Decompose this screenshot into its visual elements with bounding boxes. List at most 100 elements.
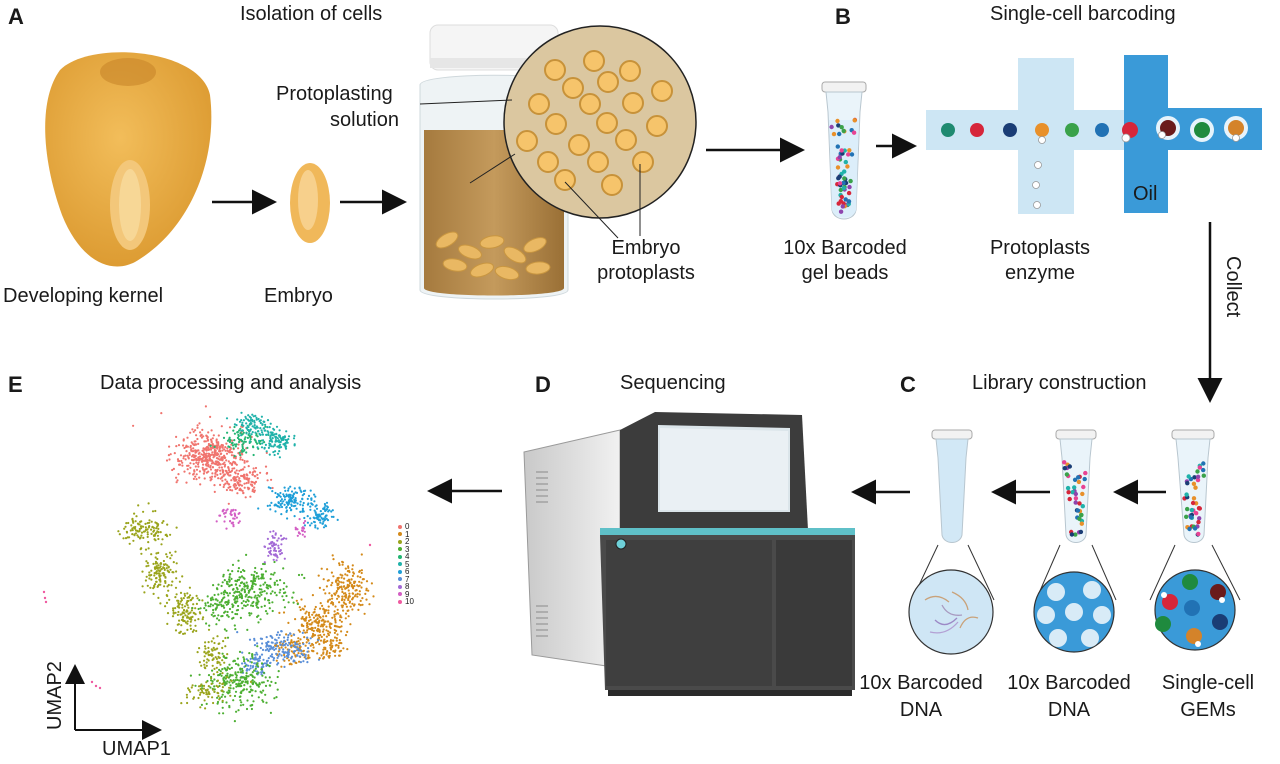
umap-point	[273, 433, 276, 436]
umap-point	[358, 603, 361, 606]
tube-barcoded-dna-a	[908, 429, 995, 655]
umap-point	[264, 581, 267, 584]
umap-point	[171, 468, 174, 472]
umap-point	[357, 608, 360, 612]
umap-point	[302, 527, 306, 530]
umap-point	[320, 654, 323, 657]
umap-point	[238, 596, 242, 599]
umap-point	[205, 622, 208, 625]
legend-label: 7	[405, 574, 410, 584]
umap-point	[252, 700, 255, 703]
umap-point	[222, 640, 225, 643]
umap-point	[250, 596, 253, 599]
umap-point	[321, 518, 324, 521]
umap-point	[282, 591, 286, 595]
umap-point	[198, 673, 201, 676]
umap-point	[225, 488, 228, 492]
umap-point	[283, 486, 286, 489]
umap-point	[42, 590, 46, 594]
umap-point	[244, 436, 247, 439]
umap-point	[333, 628, 336, 632]
umap-point	[98, 686, 102, 690]
umap-point	[340, 576, 343, 579]
umap-point	[351, 608, 354, 611]
umap-point	[328, 651, 331, 655]
umap-point	[244, 664, 247, 668]
umap-point	[194, 465, 197, 468]
umap-point	[166, 564, 169, 567]
umap-point	[203, 469, 206, 472]
umap-point	[335, 591, 338, 594]
umap-point	[153, 534, 156, 537]
umap-point	[154, 509, 157, 513]
umap-point	[224, 695, 227, 698]
umap-point	[263, 561, 266, 564]
umap-point	[263, 604, 266, 608]
umap-point	[271, 431, 274, 434]
umap-point	[275, 696, 278, 699]
umap-point	[158, 572, 161, 575]
umap-point	[341, 563, 344, 566]
umap-point	[251, 490, 254, 493]
umap-point	[280, 505, 284, 509]
umap-point	[268, 504, 272, 507]
umap-point	[330, 601, 333, 604]
umap-point	[213, 678, 216, 681]
umap-point	[239, 487, 242, 490]
umap-point	[159, 574, 162, 577]
umap-point	[150, 569, 153, 572]
umap-point	[299, 510, 302, 513]
umap-point	[278, 429, 281, 432]
umap-point	[308, 611, 311, 614]
umap-point	[337, 595, 340, 598]
umap-point	[215, 461, 218, 464]
umap-point	[307, 638, 310, 641]
umap-point	[241, 421, 244, 424]
umap-point	[131, 533, 134, 536]
umap-point	[220, 584, 223, 588]
umap-point	[309, 505, 312, 508]
umap-point	[240, 594, 243, 597]
umap-point	[263, 441, 266, 444]
umap-point	[187, 606, 190, 609]
umap-point	[249, 495, 252, 498]
umap-point	[216, 671, 219, 674]
umap-point	[251, 582, 254, 586]
umap-point	[262, 562, 265, 566]
umap-point	[322, 526, 326, 529]
microfluidic-chip	[926, 55, 1262, 214]
umap-point	[274, 450, 277, 453]
umap-point	[175, 577, 178, 580]
umap-point	[265, 592, 268, 595]
umap-point	[211, 669, 214, 672]
umap-point	[287, 435, 291, 438]
umap-point	[230, 513, 233, 516]
umap-point	[230, 479, 233, 482]
umap-point	[297, 531, 300, 534]
umap-point	[322, 648, 325, 651]
umap-point	[195, 468, 199, 471]
umap-point	[238, 520, 241, 523]
umap-point	[294, 661, 297, 664]
umap-point	[217, 477, 220, 480]
umap-point	[239, 454, 242, 457]
umap-point	[342, 601, 345, 604]
umap-point	[248, 690, 251, 694]
umap-point	[220, 466, 223, 469]
umap-point	[229, 510, 232, 513]
umap-point	[328, 598, 332, 601]
umap-point	[287, 487, 290, 490]
umap-point	[240, 575, 244, 578]
umap-point	[275, 652, 278, 656]
umap-point	[245, 707, 249, 711]
umap-point	[239, 699, 242, 702]
umap-point	[181, 616, 184, 619]
umap-point	[199, 431, 202, 434]
umap-point	[236, 492, 239, 495]
umap-point	[176, 623, 179, 626]
umap-point	[302, 521, 305, 525]
umap-point	[272, 657, 276, 660]
umap-point	[208, 624, 211, 627]
umap-point	[202, 616, 205, 619]
umap-point	[237, 447, 240, 450]
